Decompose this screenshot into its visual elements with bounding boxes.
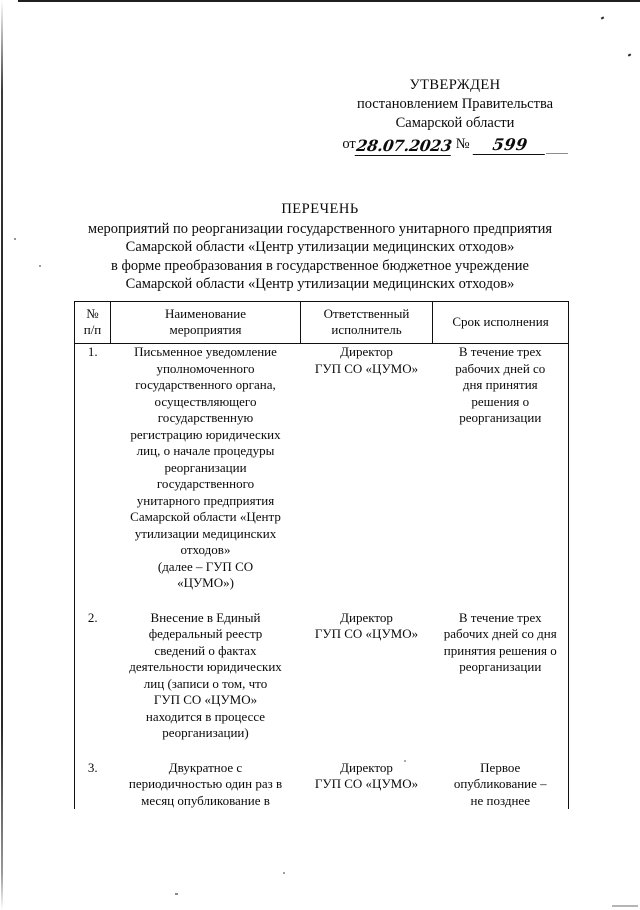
row-term: Первое опубликование – не позднее — [432, 759, 569, 809]
scan-speck — [14, 238, 16, 240]
column-header-responsible: Ответственный исполнитель — [300, 301, 433, 344]
row-number: 1. — [74, 343, 111, 592]
scan-speck — [175, 893, 178, 895]
table-row-spacer — [74, 591, 569, 610]
table-row: 3. Двукратное с периодичностью один раз … — [74, 759, 569, 809]
scan-speck — [283, 872, 285, 874]
number-rule-tail — [545, 153, 568, 154]
approval-line-2: постановлением Правительства — [356, 96, 554, 112]
date-label: от — [342, 136, 356, 152]
row-term: В течение трех рабочих дней со дня приня… — [432, 609, 569, 742]
approval-line-1: УТВЕРЖДЕН — [409, 77, 501, 93]
row-measure-name: Внесение в Единый федеральный реестр све… — [129, 609, 282, 741]
row-responsible: Директор ГУП СО «ЦУМО» — [314, 609, 419, 642]
handwritten-date: 28.07.2023 — [354, 135, 454, 155]
scan-speck — [404, 760, 406, 762]
row-number: 2. — [74, 609, 111, 742]
column-header-name: Наименование мероприятия — [110, 301, 301, 344]
document-title: ПЕРЕЧЕНЬ — [281, 201, 359, 217]
measures-table: № п/п Наименование мероприятия Ответстве… — [74, 301, 569, 809]
title-line-4: Самарской области «Центр утилизации меди… — [125, 276, 515, 292]
scan-speck — [612, 905, 638, 907]
number-symbol: № — [455, 136, 470, 152]
row-responsible: Директор ГУП СО «ЦУМО» — [314, 759, 419, 792]
table-body: 1. Письменное уведомление уполномоченног… — [74, 343, 569, 809]
row-measure-name: Письменное уведомление уполномоченного г… — [130, 344, 281, 590]
table-row-spacer — [74, 741, 569, 760]
scan-edge-top — [18, 0, 640, 2]
row-number: 3. — [74, 759, 111, 809]
approval-line-3: Самарской области — [395, 115, 515, 131]
title-line-2: Самарской области «Центр утилизации меди… — [125, 239, 515, 255]
column-header-term: Срок исполнения — [432, 301, 569, 344]
column-header-number: № п/п — [74, 301, 111, 344]
title-line-3: в форме преобразования в государственное… — [111, 257, 529, 274]
table-header-row: № п/п Наименование мероприятия Ответстве… — [74, 301, 569, 344]
scan-edge-left — [1, 0, 3, 910]
row-responsible: Директор ГУП СО «ЦУМО» — [314, 344, 419, 376]
table-row: 2. Внесение в Единый федеральный реестр … — [74, 609, 569, 742]
approval-block: УТВЕРЖДЕН постановлением Правительства С… — [330, 76, 580, 155]
scan-speck — [39, 265, 41, 267]
scan-speck — [627, 53, 632, 57]
title-block: ПЕРЕЧЕНЬ мероприятий по реорганизации го… — [32, 200, 608, 294]
table-row: 1. Письменное уведомление уполномоченног… — [74, 343, 569, 592]
scan-speck — [600, 16, 605, 20]
handwritten-number: 599 — [472, 135, 547, 155]
approval-date-line: от 28.07.2023 № 599 — [330, 135, 580, 155]
title-line-1: мероприятий по реорганизации государстве… — [87, 220, 553, 237]
row-term: В течение трех рабочих дней со дня приня… — [432, 343, 569, 592]
row-measure-name: Двукратное с периодичностью один раз в м… — [128, 759, 283, 808]
